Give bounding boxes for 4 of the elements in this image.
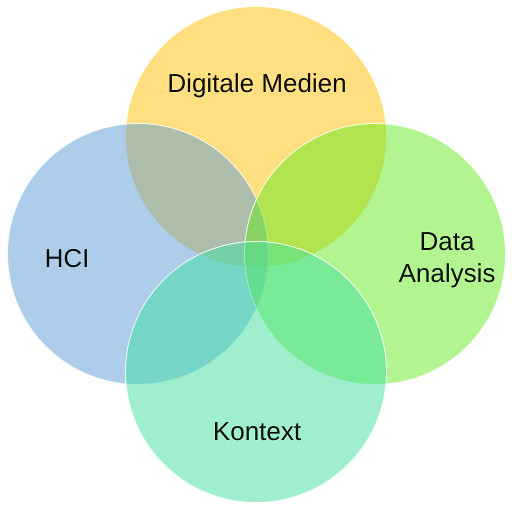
- circle-label: Kontext: [212, 415, 302, 447]
- circle-label: Data Analysis: [398, 225, 496, 289]
- circle-label: HCI: [44, 242, 90, 274]
- circle-label: Digitale Medien: [166, 67, 348, 99]
